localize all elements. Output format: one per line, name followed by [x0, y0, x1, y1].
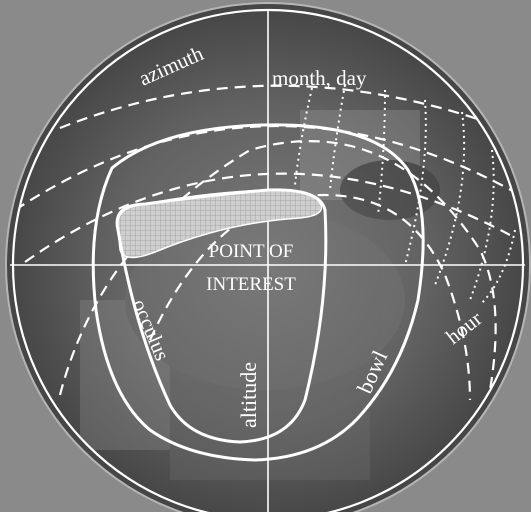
sun-path-arc-2 [14, 125, 521, 211]
hour-line-5 [434, 111, 466, 286]
hour-line-4 [404, 99, 427, 266]
sun-path-arc-5 [148, 193, 472, 401]
sun-path-arc-1 [59, 84, 496, 130]
outer-rim [5, 2, 531, 512]
altitude-label: altitude [236, 362, 261, 428]
hour-line-2 [329, 84, 346, 191]
sun-path-arc-3 [24, 172, 511, 263]
bowl-outline [91, 123, 425, 462]
month-day-label: month, day [272, 66, 367, 90]
room-texture [80, 110, 440, 480]
hour-line-6 [469, 149, 495, 301]
point-of-interest-label-line1: POINT OF [209, 241, 294, 262]
sun-path-arc-4 [58, 140, 497, 396]
occulus-outline [115, 188, 328, 444]
sun-path-arcs [14, 84, 521, 401]
point-of-interest-label-line2: INTEREST [206, 274, 296, 295]
hour-lines [294, 84, 516, 306]
hour-line-3 [377, 89, 386, 216]
